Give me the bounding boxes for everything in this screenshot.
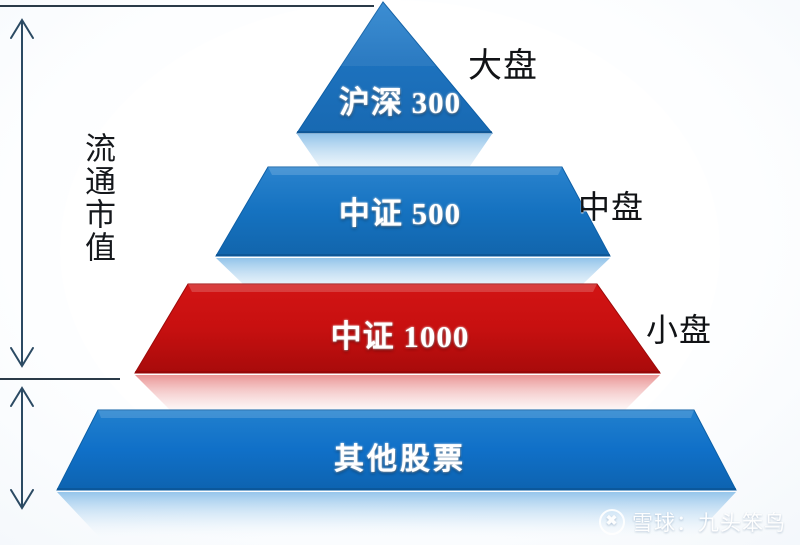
layer-other[interactable] bbox=[56, 409, 737, 491]
side-label-small-cap: 小盘 bbox=[646, 312, 713, 348]
market-cap-axis-label: 流通市值 bbox=[80, 132, 115, 264]
watermark: ✖ 雪球：九头笨鸟 bbox=[599, 507, 786, 537]
side-label-mid-cap: 中盘 bbox=[578, 189, 645, 225]
reflection-other bbox=[57, 492, 736, 541]
layer-zz500[interactable] bbox=[215, 166, 611, 257]
market-cap-arrow bbox=[10, 18, 34, 368]
layer-hs300[interactable] bbox=[296, 1, 494, 134]
watermark-text: 雪球：九头笨鸟 bbox=[632, 511, 786, 535]
xueqiu-logo-icon: ✖ bbox=[599, 509, 625, 535]
other-band-arrow bbox=[10, 386, 34, 510]
side-label-large-cap: 大盘 bbox=[468, 48, 538, 85]
layer-zz1000[interactable] bbox=[134, 283, 661, 374]
